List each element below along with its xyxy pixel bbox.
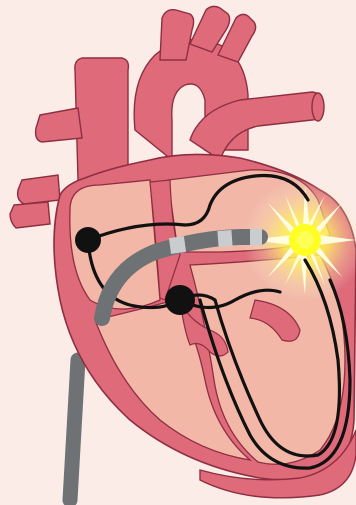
catheter-sheath — [70, 360, 78, 500]
